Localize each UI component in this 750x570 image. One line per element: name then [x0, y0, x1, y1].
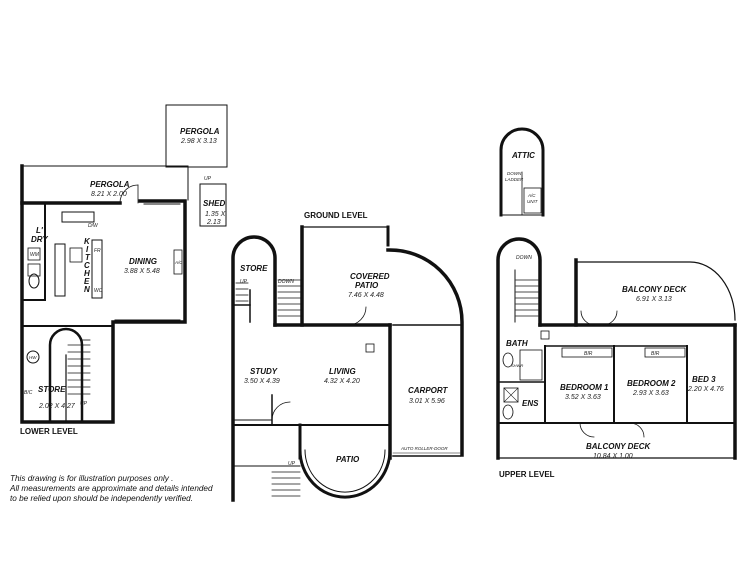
bedroom2-label: BEDROOM 2 — [627, 379, 676, 388]
patio-up-label: UP — [288, 461, 296, 467]
ac-unit-label-2: UNIT — [527, 199, 539, 204]
wo-label: WO — [94, 288, 103, 294]
living-dims: 4.32 X 4.20 — [324, 378, 360, 385]
balcony-deck-top-label: BALCONY DECK — [622, 285, 688, 294]
kitchen-letter: H — [84, 269, 90, 278]
covered-patio-label-1: COVERED — [350, 272, 390, 281]
fr-label: FR — [94, 248, 101, 254]
disclaimer-line: This drawing is for illustration purpose… — [10, 474, 174, 483]
kitchen-letter: K — [84, 237, 91, 246]
kitchen-letter: N — [84, 285, 90, 294]
pergola-top-dims: 2.98 X 3.13 — [180, 138, 217, 145]
upper-level-plan — [496, 127, 737, 460]
attic-label: ATTIC — [511, 151, 535, 160]
study-dims: 3.50 X 4.39 — [244, 378, 280, 385]
patio-label: PATIO — [336, 455, 360, 464]
lower-up-label: UP — [80, 401, 88, 407]
ens-label: ENS — [522, 399, 539, 408]
lower-store-dims: 2.02 X 4.27 — [38, 403, 76, 410]
dining-label: DINING — [129, 257, 157, 266]
pergola-label: PERGOLA — [90, 180, 130, 189]
disclaimer-line: All measurements are approximate and det… — [10, 484, 213, 493]
carport-label: CARPORT — [408, 386, 449, 395]
down-ladder-label-2: LADDER — [505, 177, 524, 182]
bir-label-1: BIR — [584, 351, 593, 357]
shed-dims-1: 1.35 X — [205, 211, 226, 218]
ground-level-title: GROUND LEVEL — [304, 211, 368, 220]
upper-down-label: DOWN — [516, 255, 532, 261]
ground-level-plan — [199, 183, 464, 502]
bed3-label: BED 3 — [692, 375, 716, 384]
lower-store-label: STORE — [38, 385, 66, 394]
carport-dims: 3.01 X 5.96 — [409, 398, 445, 405]
balcony-deck-bottom-label: BALCONY DECK — [586, 442, 652, 451]
kitchen-letter: I — [86, 245, 89, 254]
pergola-top-label: PERGOLA — [180, 127, 220, 136]
ground-down-label: DOWN — [278, 279, 294, 285]
disclaimer: This drawing is for illustration purpose… — [10, 474, 290, 504]
down-ladder-label-1: DOWN — [507, 171, 522, 176]
balcony-deck-bottom-dims: 10.84 X 1.00 — [593, 453, 633, 460]
pergola-dims: 8.21 X 2.00 — [91, 191, 127, 198]
bedroom1-dims: 3.52 X 3.63 — [565, 394, 601, 401]
bedroom2-dims: 2.93 X 3.63 — [632, 390, 669, 397]
ac-unit-label-1: A/C — [527, 193, 536, 198]
shed-up-label: UP — [204, 176, 212, 182]
lower-level-title: LOWER LEVEL — [20, 427, 78, 436]
upper-level-title: UPPER LEVEL — [499, 470, 555, 479]
covered-patio-dims: 7.46 X 4.48 — [348, 292, 384, 299]
bir-label-2: BIR — [651, 351, 660, 357]
ac-label: A/C — [174, 260, 183, 265]
bath-label: BATH — [506, 339, 528, 348]
kitchen-letter: C — [84, 261, 90, 270]
laundry-label-2: DRY — [31, 235, 48, 244]
ground-store-label: STORE — [240, 264, 268, 273]
bc-label: B/C — [24, 390, 33, 396]
bed3-dims: 2.20 X 4.76 — [687, 386, 724, 393]
shed-dims-2: 2.13 — [206, 219, 221, 226]
laundry-label-1: L' — [36, 226, 44, 235]
auto-roller-door-label: AUTO ROLLER-DOOR — [400, 446, 448, 451]
study-label: STUDY — [250, 367, 278, 376]
bedroom1-label: BEDROOM 1 — [560, 383, 609, 392]
shed-label: SHED — [203, 199, 225, 208]
balcony-deck-top-dims: 6.91 X 3.13 — [636, 296, 672, 303]
kitchen-letter: E — [84, 277, 90, 286]
ground-up-label: UP — [240, 279, 248, 285]
covered-patio-label-2: PATIO — [355, 281, 379, 290]
disclaimer-line: to be relied upon should be independentl… — [10, 494, 193, 503]
kitchen-letter: T — [85, 253, 91, 262]
dw-label: D/W — [88, 223, 99, 229]
hw-label: HW — [29, 355, 37, 360]
living-label: LIVING — [329, 367, 356, 376]
lower-level-plan — [20, 104, 228, 424]
wm-label: WM — [30, 252, 40, 258]
shwr-label: SHWR — [511, 363, 523, 368]
dining-dims: 3.88 X 5.48 — [124, 268, 160, 275]
